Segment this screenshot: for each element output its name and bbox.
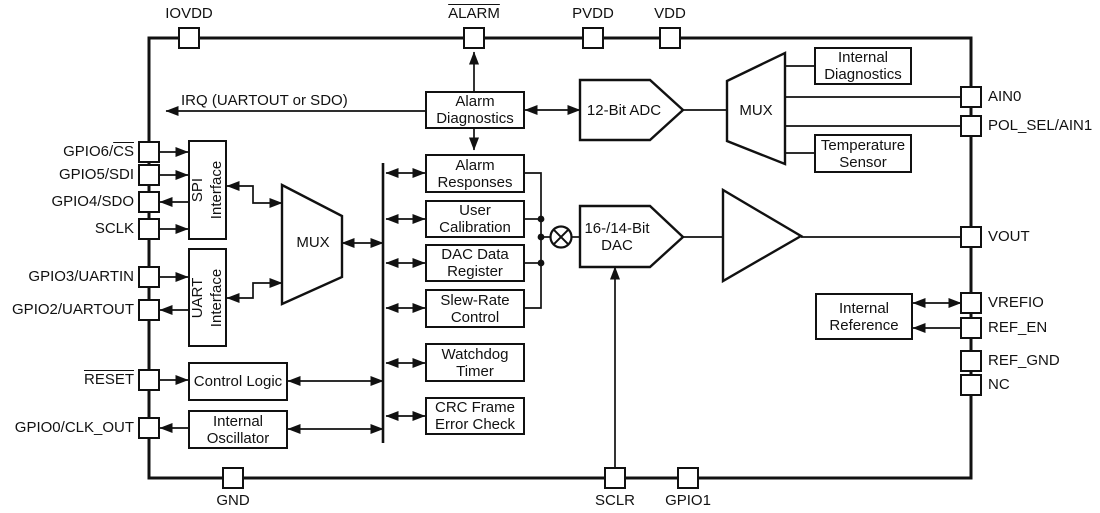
pin-pvdd — [582, 27, 604, 49]
dac-data-register-block: DAC Data Register — [425, 244, 525, 282]
pin-label-vout: VOUT — [988, 228, 1030, 245]
chip-outline — [147, 36, 973, 480]
pin-vdd — [659, 27, 681, 49]
temperature-sensor-block: Temperature Sensor — [814, 134, 912, 173]
spi-interface-label: SPI Interface — [189, 160, 226, 220]
pin-label-gnd: GND — [216, 492, 250, 509]
alarm-responses-block: Alarm Responses — [425, 154, 525, 193]
pin-gpio4-sdo — [138, 191, 160, 213]
pin-boxes — [138, 27, 982, 489]
pin-ain0 — [960, 86, 982, 108]
pin-label-alarm: ALARM — [448, 5, 500, 22]
mux-left-label: MUX — [296, 233, 330, 251]
pin-vrefio — [960, 292, 982, 314]
pin-ref-en — [960, 317, 982, 339]
pin-label-gpio5-sdi: GPIO5/SDI — [58, 166, 134, 183]
pin-label-gpio6-cs: GPIO6/CS — [63, 143, 134, 160]
spi-mux-wire — [226, 181, 283, 208]
pin-gpio2-uartout — [138, 299, 160, 321]
internal-diagnostics-block: Internal Diagnostics — [814, 47, 912, 85]
mux-left-shape — [280, 183, 344, 306]
pin-label-gpio1: GPIO1 — [665, 492, 711, 509]
pin-label-gpio4-sdo: GPIO4/SDO — [51, 193, 134, 210]
pin-label-iovdd: IOVDD — [165, 5, 213, 22]
pin-label-nc: NC — [988, 376, 1010, 393]
crc-frame-error-check-block: CRC Frame Error Check — [425, 397, 525, 435]
adc-shape — [578, 78, 685, 142]
pin-label-sclr: SCLR — [594, 492, 635, 509]
control-logic-block: Control Logic — [188, 362, 288, 401]
pin-gpio3-uartin — [138, 266, 160, 288]
pin-sclr — [604, 467, 626, 489]
pin-label-vdd: VDD — [654, 5, 686, 22]
pin-label-ref-en: REF_EN — [988, 319, 1048, 336]
spi-interface-block: SPI Interface — [188, 140, 227, 240]
pin-label-ain0: AIN0 — [988, 88, 1022, 105]
pin-label-pol-sel-ain1: POL_SEL/AIN1 — [988, 117, 1093, 134]
amplifier-shape — [721, 187, 804, 284]
register-collector-wire — [525, 172, 542, 309]
pin-vout — [960, 226, 982, 248]
pin-label-gpio2-uartout: GPIO2/UARTOUT — [12, 301, 134, 318]
junction-dots — [537, 215, 545, 267]
uart-interface-label: UART Interface — [189, 268, 226, 327]
pin-ref-gnd — [960, 350, 982, 372]
slew-rate-control-block: Slew-Rate Control — [425, 289, 525, 328]
pin-label-vrefio: VREFIO — [988, 294, 1044, 311]
pin-gpio0-clk-out — [138, 417, 160, 439]
watchdog-timer-block: Watchdog Timer — [425, 343, 525, 382]
user-calibration-block: User Calibration — [425, 200, 525, 238]
adc-label: 12-Bit ADC — [586, 101, 662, 119]
pin-label-pvdd: PVDD — [572, 5, 614, 22]
mux-right-shape — [725, 51, 787, 166]
signal-wires — [159, 51, 962, 467]
dac-label: 16-/14-Bit DAC — [584, 220, 650, 254]
pin-label-gpio0-clk-out: GPIO0/CLK_OUT — [14, 419, 134, 436]
pin-pol-sel-ain1 — [960, 115, 982, 137]
alarm-diagnostics-block: Alarm Diagnostics — [425, 91, 525, 129]
pin-alarm — [463, 27, 485, 49]
pin-label-reset: RESET — [83, 371, 134, 388]
mux-right-label: MUX — [739, 101, 773, 119]
pin-nc — [960, 374, 982, 396]
pin-gpio5-sdi — [138, 164, 160, 186]
multiplier-icon — [549, 225, 573, 249]
irq-label: IRQ (UARTOUT or SDO) — [181, 92, 348, 109]
pin-sclk — [138, 218, 160, 240]
internal-reference-block: Internal Reference — [815, 293, 913, 340]
internal-oscillator-block: Internal Oscillator — [188, 410, 288, 449]
uart-mux-wire — [226, 278, 283, 303]
dac-shape — [578, 204, 685, 269]
uart-interface-block: UART Interface — [188, 248, 227, 347]
pin-label-sclk: SCLK — [94, 220, 134, 237]
pin-gpio1 — [677, 467, 699, 489]
pin-gnd — [222, 467, 244, 489]
pin-label-ref-gnd: REF_GND — [988, 352, 1060, 369]
pin-label-gpio3-uartin: GPIO3/UARTIN — [28, 268, 134, 285]
logic-shapes — [280, 51, 804, 306]
pin-iovdd — [178, 27, 200, 49]
pin-reset — [138, 369, 160, 391]
pin-gpio6-cs — [138, 141, 160, 163]
